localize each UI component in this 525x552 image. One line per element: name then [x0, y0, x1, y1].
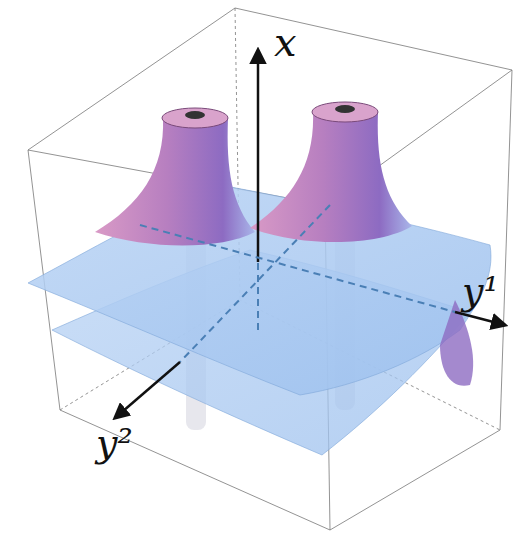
axis-label: x [274, 22, 297, 62]
upper-sheet [28, 185, 491, 395]
funnel [95, 102, 412, 246]
axis-label: y¹ [462, 272, 499, 310]
axis [115, 50, 505, 418]
bounding-box [28, 8, 512, 530]
axis-label: y² [96, 424, 133, 462]
